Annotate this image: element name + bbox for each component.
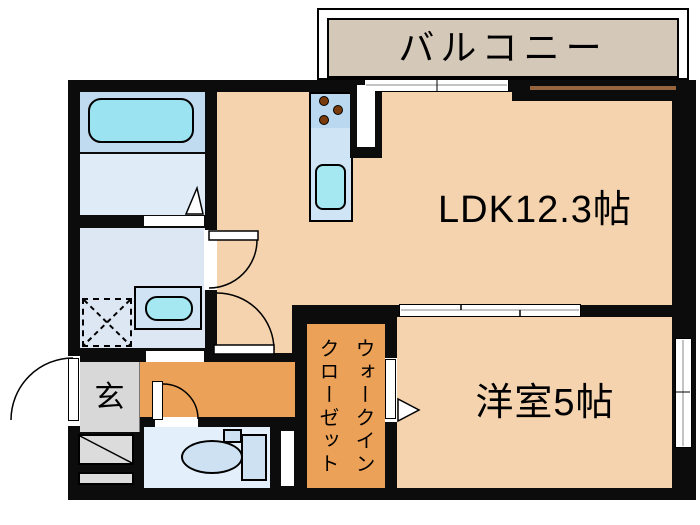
refrigerator-space xyxy=(357,85,375,147)
room-walk-in-closet xyxy=(307,324,385,488)
room-western xyxy=(397,317,672,488)
ldk-corridor xyxy=(217,305,292,353)
entrance-step xyxy=(78,434,134,465)
front-door-swing-icon xyxy=(10,357,74,421)
western-room-label: 洋室5帖 xyxy=(475,382,615,424)
wic-door-leaf xyxy=(385,359,396,419)
vanity-sink-icon xyxy=(145,296,193,321)
washroom-door-opening xyxy=(204,230,218,290)
entrance-label: 玄 xyxy=(94,380,125,414)
hanging-cabinet xyxy=(512,92,672,101)
room-entrance: 玄 xyxy=(80,362,140,432)
toilet-door-opening xyxy=(155,417,198,427)
western-window-icon xyxy=(675,338,692,448)
bathroom-door-opening xyxy=(144,216,204,226)
closet-pole-line xyxy=(530,86,676,90)
room-balcony: バルコニー xyxy=(327,18,679,78)
washroom-hall-opening xyxy=(146,351,204,364)
entrance-hall xyxy=(140,362,295,417)
sliding-door-icon xyxy=(399,304,581,317)
washing-machine-icon xyxy=(82,298,132,347)
toilet-tank xyxy=(241,434,267,481)
stove-icon xyxy=(309,92,353,130)
bathtub-icon xyxy=(88,98,194,143)
front-door-leaf xyxy=(68,358,79,421)
ldk-label: LDK12.3帖 xyxy=(438,189,632,231)
toilet-icon xyxy=(181,440,243,474)
balcony-window-icon xyxy=(364,79,509,92)
pipe-space xyxy=(281,431,294,486)
balcony-label: バルコニー xyxy=(398,27,608,69)
room-ldk xyxy=(217,92,672,305)
entrance-porch xyxy=(78,472,134,485)
wic-label: ウォークイン クローゼット xyxy=(316,338,374,476)
toilet-door-leaf xyxy=(152,381,163,420)
room-bathroom-floor xyxy=(80,154,205,215)
toilet-spud xyxy=(223,429,242,443)
kitchen-sink-icon xyxy=(315,164,346,210)
